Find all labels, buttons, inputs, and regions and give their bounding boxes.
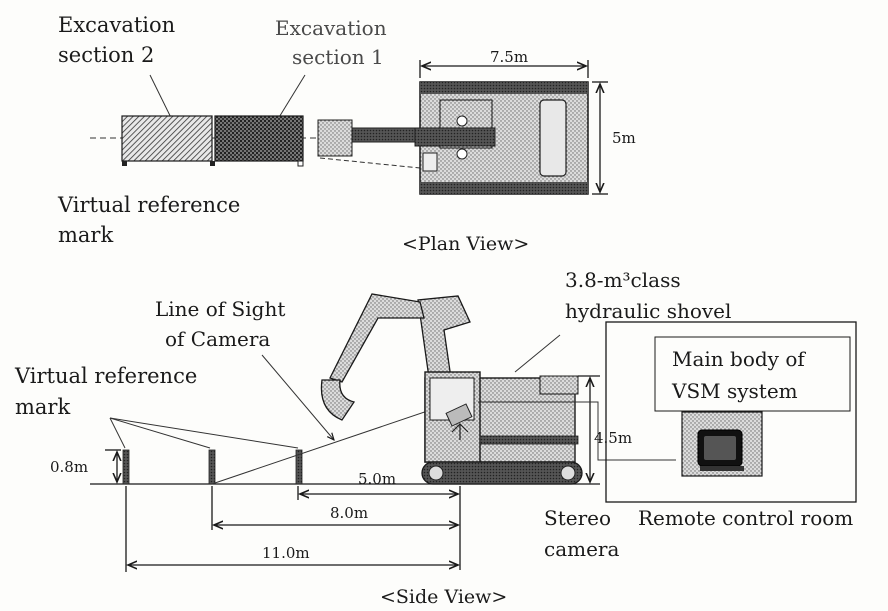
- reference-mark-b: [210, 161, 215, 166]
- plan-view-caption: <Plan View>: [402, 233, 529, 255]
- plan-sight-line: [319, 157, 421, 169]
- side-camera-mount: [451, 423, 469, 440]
- plan-section2-label-line1: Excavation: [58, 13, 175, 37]
- side-reference-mark-1: [122, 449, 130, 485]
- side-view-caption: <Side View>: [380, 586, 507, 608]
- plan-section1-label-line1: Excavation: [275, 16, 387, 40]
- track-wheel-1: [428, 465, 444, 481]
- sight-leader-line: [261, 354, 334, 440]
- side-reference-label-line2: mark: [15, 395, 70, 419]
- plan-counterweight: [539, 99, 567, 177]
- side-reference-mark-3: [295, 449, 303, 485]
- camera-sight-line: [211, 399, 461, 485]
- ref-leader-2: [109, 417, 211, 449]
- camera-cable: [478, 401, 676, 461]
- remote-control-room-box: [605, 321, 857, 503]
- side-view: 3.8-m³class hydraulic shovel Line of Sig…: [14, 268, 857, 608]
- side-engine-hood: [539, 375, 579, 395]
- plan-camera-box: [422, 152, 438, 172]
- plan-reference-label-line1: Virtual reference: [57, 193, 240, 217]
- plan-pivot-2: [456, 148, 468, 160]
- side-body-band: [479, 435, 579, 445]
- plan-dim-length: 7.5m: [490, 48, 528, 66]
- stereo-camera-label-line1: Stereo: [544, 506, 611, 530]
- side-stereo-camera: [445, 403, 473, 427]
- plan-track-top: [420, 82, 588, 94]
- side-reference-label-line1: Virtual reference: [14, 364, 197, 388]
- plan-dim-width: 5m: [612, 129, 636, 147]
- sight-label-line1: Line of Sight: [155, 297, 285, 321]
- side-reference-mark-2: [208, 449, 216, 485]
- side-dim-11: 11.0m: [262, 544, 310, 562]
- ref-leader-3: [109, 417, 299, 449]
- plan-section1-label-line2: section 1: [292, 45, 384, 69]
- plan-section2-label-line2: section 2: [58, 43, 154, 67]
- excavation-section-2: [121, 115, 213, 162]
- plan-track-bottom: [420, 182, 588, 194]
- excavation-section-1: [214, 115, 304, 162]
- sight-label-line2: of Camera: [165, 327, 270, 351]
- side-dim-8: 8.0m: [330, 504, 368, 522]
- track-wheel-2: [560, 465, 576, 481]
- plan-boom: [414, 127, 496, 147]
- vsm-label-line1: Main body of: [672, 347, 806, 371]
- side-dim-5: 5.0m: [358, 470, 396, 488]
- reference-mark-a: [122, 161, 127, 166]
- shovel-leader-line: [514, 334, 561, 373]
- vsm-monitor-screen: [704, 436, 736, 460]
- plan-reference-label-line2: mark: [58, 223, 113, 247]
- vsm-monitor-base: [700, 466, 744, 471]
- shovel-label-line2: hydraulic shovel: [565, 299, 731, 323]
- shovel-label-line1: 3.8-m³class: [565, 268, 681, 292]
- remote-control-room-label: Remote control room: [638, 506, 853, 530]
- stereo-camera-label-line2: camera: [544, 537, 619, 561]
- side-arm: [329, 293, 425, 383]
- plan-pivot-1: [456, 115, 468, 127]
- side-crawler-track: [421, 461, 583, 485]
- side-dim-height: 4.5m: [594, 429, 632, 447]
- vsm-label-box: [654, 336, 851, 412]
- side-bucket: [320, 379, 356, 421]
- ref-leader-1: [109, 417, 126, 449]
- vsm-label-line2: VSM system: [671, 379, 798, 403]
- plan-arm: [351, 127, 423, 143]
- plan-bucket: [317, 119, 353, 157]
- side-dim-mark-height: 0.8m: [50, 458, 88, 476]
- reference-mark-c: [297, 160, 304, 167]
- plan-view: Excavation section 2 Excavation section …: [57, 13, 636, 255]
